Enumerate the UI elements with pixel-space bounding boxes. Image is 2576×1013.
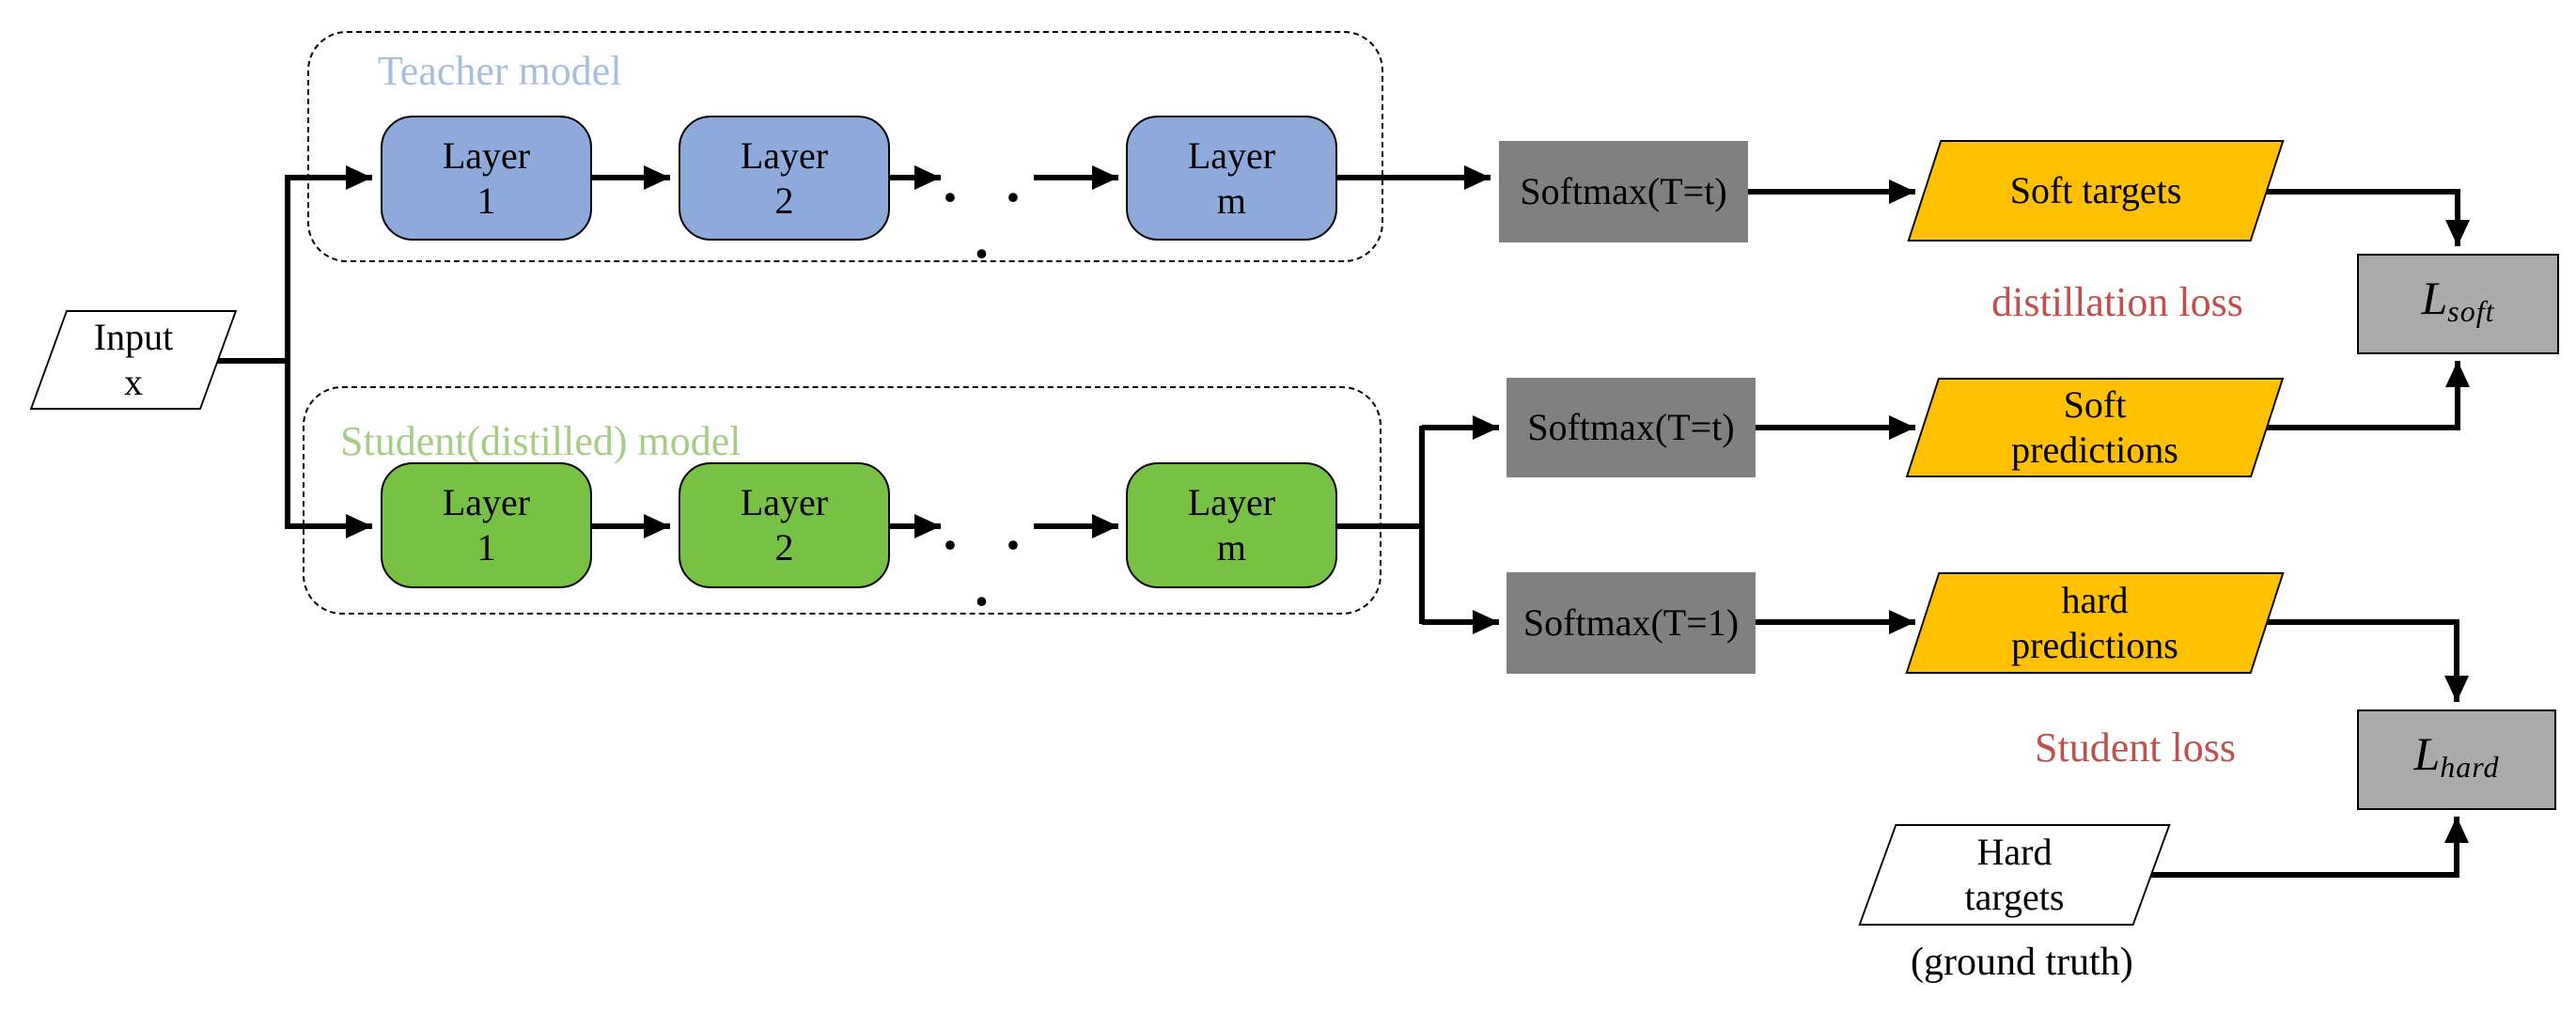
teacher-model-label: Teacher model — [378, 48, 622, 94]
student-loss-label: Student loss — [2035, 725, 2236, 771]
input-node: Input x — [29, 310, 238, 410]
l-hard-box: Lhard — [2357, 709, 2556, 810]
ground-truth-label: (ground truth) — [1911, 941, 2133, 984]
distillation-loss-label: distillation loss — [1991, 279, 2243, 325]
input-label: Input x — [93, 316, 174, 403]
softmax-student-t1-box: Softmax(T=1) — [1507, 572, 1756, 674]
softmax-teacher-box: Softmax(T=t) — [1499, 141, 1748, 242]
softmax-student-temp-box: Softmax(T=t) — [1507, 378, 1756, 477]
teacher-ellipsis: · · · — [940, 166, 1038, 285]
student-model-group — [303, 386, 1382, 615]
l-soft-box: Lsoft — [2357, 254, 2559, 354]
student-model-label: Student(distilled) model — [340, 418, 742, 464]
student-ellipsis: · · · — [940, 514, 1038, 632]
soft-targets-node: Soft targets — [1907, 140, 2285, 242]
teacher-model-group — [307, 31, 1383, 262]
